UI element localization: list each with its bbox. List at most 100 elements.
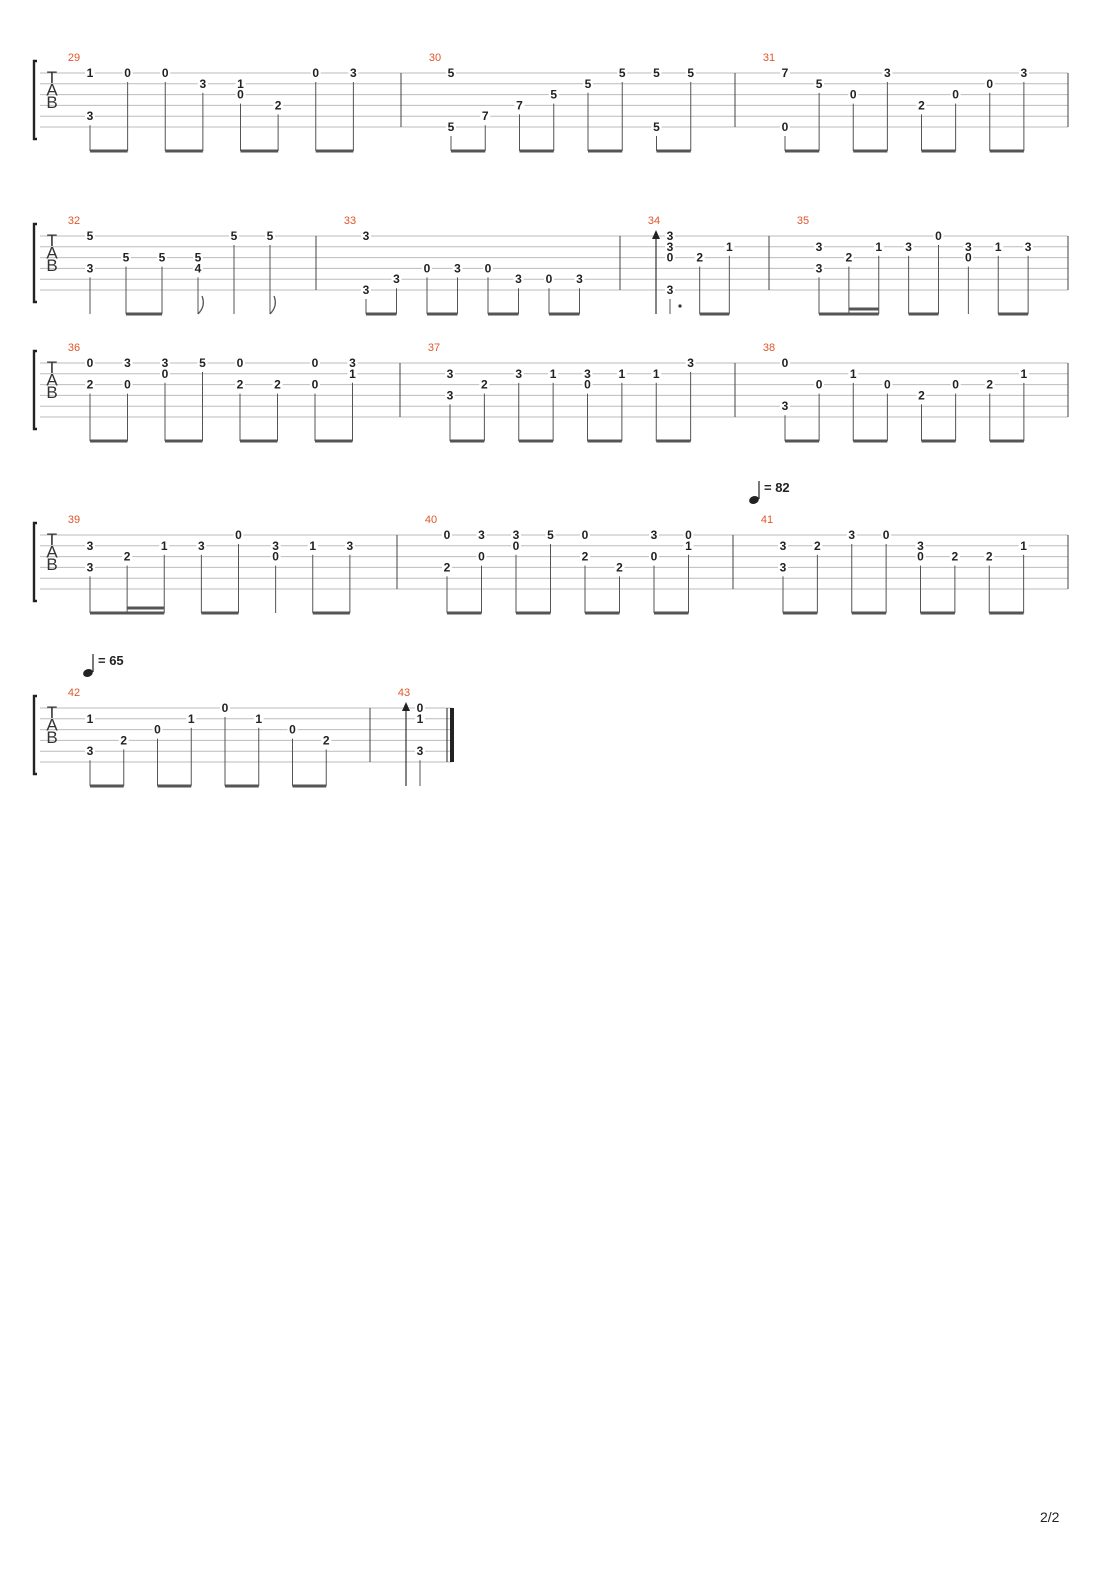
tab-clef-letter: A <box>46 244 58 263</box>
fret-number: 0 <box>237 88 244 102</box>
fret-bg <box>446 67 456 78</box>
measure-number: 35 <box>797 215 809 227</box>
fret-number: 3 <box>87 539 94 553</box>
fret-number: 3 <box>87 261 94 275</box>
measure-number: 32 <box>68 215 80 227</box>
fret-number: 3 <box>816 261 823 275</box>
fret-bg <box>287 723 298 735</box>
fret-number: 3 <box>363 283 370 297</box>
fret-bg <box>310 67 321 78</box>
fret-bg <box>480 110 491 122</box>
fret-number: 5 <box>231 229 238 243</box>
fret-bg <box>422 262 432 274</box>
tempo-value: = 65 <box>98 653 124 668</box>
fret-number: 3 <box>87 744 94 758</box>
fret-bg <box>984 77 995 89</box>
fret-bg <box>882 378 893 390</box>
fret-number: 1 <box>87 712 94 726</box>
fret-number: 5 <box>816 77 823 91</box>
fret-number: 1 <box>619 367 626 381</box>
fret-number: 0 <box>162 367 169 381</box>
fret-bg <box>476 529 487 540</box>
fret-bg <box>780 400 790 412</box>
fret-number: 5 <box>585 77 592 91</box>
fret-bg <box>1018 67 1029 78</box>
fret-bg <box>347 367 358 379</box>
fret-number: 0 <box>424 261 431 275</box>
fret-bg <box>814 240 824 252</box>
fret-number: 2 <box>87 378 94 392</box>
tab-clef-letter: T <box>47 231 57 250</box>
fret-number: 3 <box>162 356 169 370</box>
fret-bg <box>273 99 284 111</box>
fret-number: 2 <box>986 550 993 564</box>
fret-number: 5 <box>159 251 166 265</box>
fret-number: 5 <box>619 66 626 80</box>
fret-number: 3 <box>651 528 658 542</box>
fret-bg <box>85 378 95 390</box>
fret-number: 5 <box>87 229 94 243</box>
fret-bg <box>193 262 203 274</box>
fret-bg <box>580 550 590 562</box>
fret-bg <box>685 67 696 78</box>
fret-bg <box>415 745 425 757</box>
fret-number: 1 <box>653 367 660 381</box>
fret-bg <box>848 367 859 379</box>
fret-bg <box>361 230 371 241</box>
system-bracket <box>32 59 37 141</box>
tab-clef-letter: A <box>46 716 58 735</box>
fret-number: 3 <box>447 367 454 381</box>
fret-bg <box>617 67 628 78</box>
fret-bg <box>160 67 171 78</box>
measure-number: 43 <box>398 687 410 699</box>
fret-bg <box>984 378 995 390</box>
tab-clef-letter: T <box>47 358 57 377</box>
fret-bg <box>220 702 230 713</box>
fret-bg <box>159 539 170 551</box>
fret-number: 3 <box>917 539 924 553</box>
system-bracket <box>32 694 37 776</box>
fret-bg <box>778 539 788 551</box>
fret-bg <box>442 529 452 540</box>
fret-number: 0 <box>162 66 169 80</box>
fret-number: 2 <box>237 378 244 392</box>
fret-bg <box>846 529 857 540</box>
fret-number: 2 <box>918 98 925 112</box>
fret-bg <box>1018 367 1029 379</box>
fret-number: 3 <box>816 240 823 254</box>
fret-number: 1 <box>726 240 733 254</box>
tab-clef-letter: B <box>46 256 57 275</box>
fret-bg <box>235 77 246 89</box>
fret-number: 3 <box>884 66 891 80</box>
fret-bg <box>665 251 675 263</box>
tab-clef-letter: B <box>46 93 57 112</box>
fret-bg <box>544 273 554 285</box>
fret-number: 0 <box>513 539 520 553</box>
fret-bg <box>933 230 944 241</box>
fret-number: 3 <box>124 356 131 370</box>
fret-number: 1 <box>875 240 882 254</box>
fret-number: 0 <box>312 66 319 80</box>
fret-number: 0 <box>883 528 890 542</box>
fret-bg <box>361 284 371 295</box>
fret-number: 3 <box>1025 240 1032 254</box>
fret-number: 3 <box>87 560 94 574</box>
fret-number: 0 <box>222 701 229 715</box>
fret-bg <box>235 357 245 368</box>
fret-number: 2 <box>582 550 589 564</box>
fret-number: 0 <box>444 528 451 542</box>
fret-number: 3 <box>1021 66 1028 80</box>
fret-bg <box>160 357 170 368</box>
quarter-note-icon <box>749 496 759 504</box>
fret-bg <box>85 357 95 368</box>
fret-bg <box>881 529 892 540</box>
fret-bg <box>780 67 790 78</box>
fret-number: 2 <box>814 539 821 553</box>
fret-number: 3 <box>198 539 205 553</box>
fret-bg <box>780 357 790 368</box>
fret-number: 2 <box>846 251 853 265</box>
fret-bg <box>548 88 559 100</box>
